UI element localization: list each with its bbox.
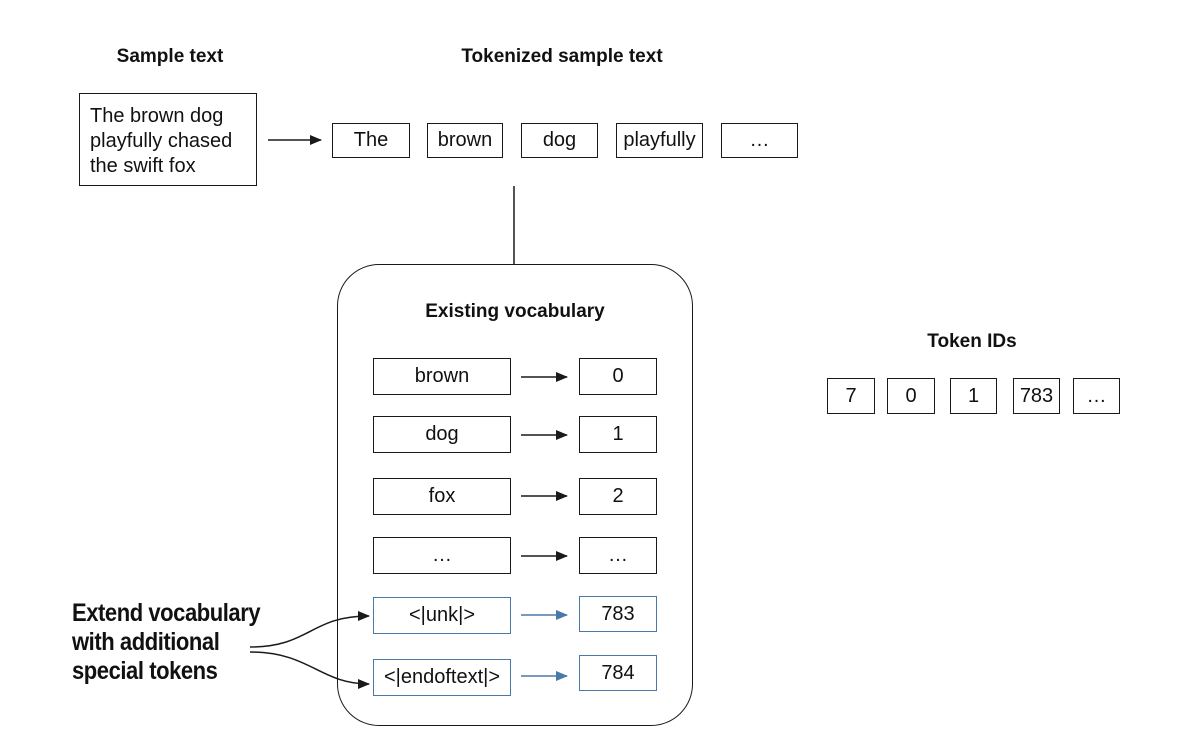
sample-text-line: the swift fox <box>90 155 196 177</box>
special-token-endoftext-box: <|endoftext|> <box>373 659 511 696</box>
special-token-unk-box: <|unk|> <box>373 597 511 634</box>
token-ids-heading: Token IDs <box>927 331 1017 352</box>
token-box: playfully <box>616 123 703 158</box>
token-id-box: 783 <box>1013 378 1060 414</box>
vocabulary-heading: Existing vocabulary <box>425 301 605 322</box>
vocabulary-panel <box>337 264 693 726</box>
token-box: … <box>721 123 798 158</box>
token-id-box: 1 <box>950 378 997 414</box>
vocab-token-box: fox <box>373 478 511 515</box>
extend-vocabulary-callout: Extend vocabulary with additional specia… <box>72 599 261 686</box>
token-id-box: 0 <box>887 378 935 414</box>
token-id-box: … <box>1073 378 1120 414</box>
vocab-token-box: … <box>373 537 511 574</box>
token-box: The <box>332 123 410 158</box>
vocab-id-box: 0 <box>579 358 657 395</box>
token-box: brown <box>427 123 503 158</box>
token-id-box: 7 <box>827 378 875 414</box>
sample-text-line: The brown dog <box>90 105 224 127</box>
tokenized-text-heading: Tokenized sample text <box>461 46 663 67</box>
callout-line: with additional <box>72 628 220 656</box>
callout-line: Extend vocabulary <box>72 599 261 627</box>
vocab-token-box: brown <box>373 358 511 395</box>
vocab-id-box: 1 <box>579 416 657 453</box>
sample-text-line: playfully chased <box>90 130 233 152</box>
vocab-id-box: 2 <box>579 478 657 515</box>
callout-line: special tokens <box>72 657 218 685</box>
token-box: dog <box>521 123 598 158</box>
sample-text-heading: Sample text <box>116 46 224 67</box>
sample-text-box: The brown dog playfully chased the swift… <box>79 93 257 186</box>
vocab-id-box: … <box>579 537 657 574</box>
vocab-token-box: dog <box>373 416 511 453</box>
special-id-box: 784 <box>579 655 657 691</box>
special-id-box: 783 <box>579 596 657 632</box>
